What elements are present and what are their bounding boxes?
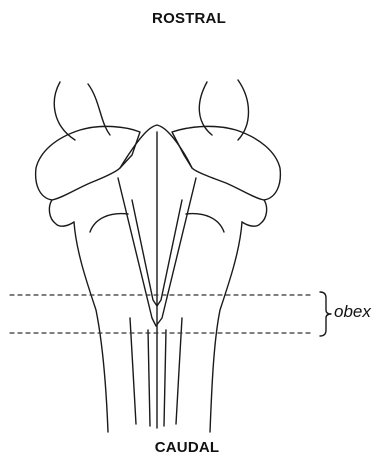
longitudinal-tracts bbox=[130, 318, 182, 428]
obex-bracket bbox=[320, 292, 331, 336]
caudal-label: CAUDAL bbox=[0, 439, 378, 456]
medulla-outline bbox=[74, 222, 242, 432]
middle-peduncles bbox=[49, 200, 266, 226]
right-lobe bbox=[172, 126, 280, 200]
obex-label: obex bbox=[334, 302, 371, 322]
fourth-ventricle bbox=[118, 132, 196, 326]
left-lobe bbox=[36, 126, 140, 200]
central-peak bbox=[120, 125, 192, 168]
superior-peduncles bbox=[54, 80, 248, 140]
